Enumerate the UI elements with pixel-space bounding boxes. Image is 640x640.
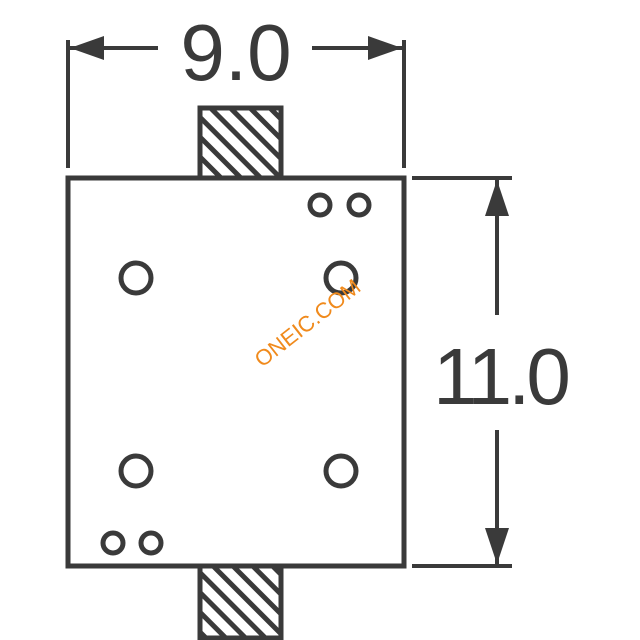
- height-arrowhead-top: [485, 180, 509, 216]
- small-hole-top-right-1: [307, 192, 333, 218]
- width-dimension-label: 9.0: [180, 8, 291, 97]
- small-hole-bottom-left-2: [138, 530, 164, 556]
- large-hole-lower-left: [118, 453, 154, 489]
- width-arrowhead-left: [70, 36, 104, 60]
- large-hole-upper-right: [323, 260, 359, 296]
- mounting-holes: [100, 192, 372, 556]
- height-dimension-label: 11.0: [433, 332, 568, 421]
- bottom-lead-hatched: [197, 563, 284, 640]
- width-dimension: [66, 36, 406, 168]
- height-dimension: [412, 176, 512, 568]
- small-hole-top-right-2: [346, 192, 372, 218]
- small-hole-bottom-left-1: [100, 530, 126, 556]
- width-arrowhead-right: [368, 36, 402, 60]
- large-hole-lower-right: [323, 453, 359, 489]
- height-arrowhead-bottom: [485, 528, 509, 564]
- component-body: [65, 175, 407, 569]
- top-lead-hatched: [197, 105, 284, 181]
- large-hole-upper-left: [118, 260, 154, 296]
